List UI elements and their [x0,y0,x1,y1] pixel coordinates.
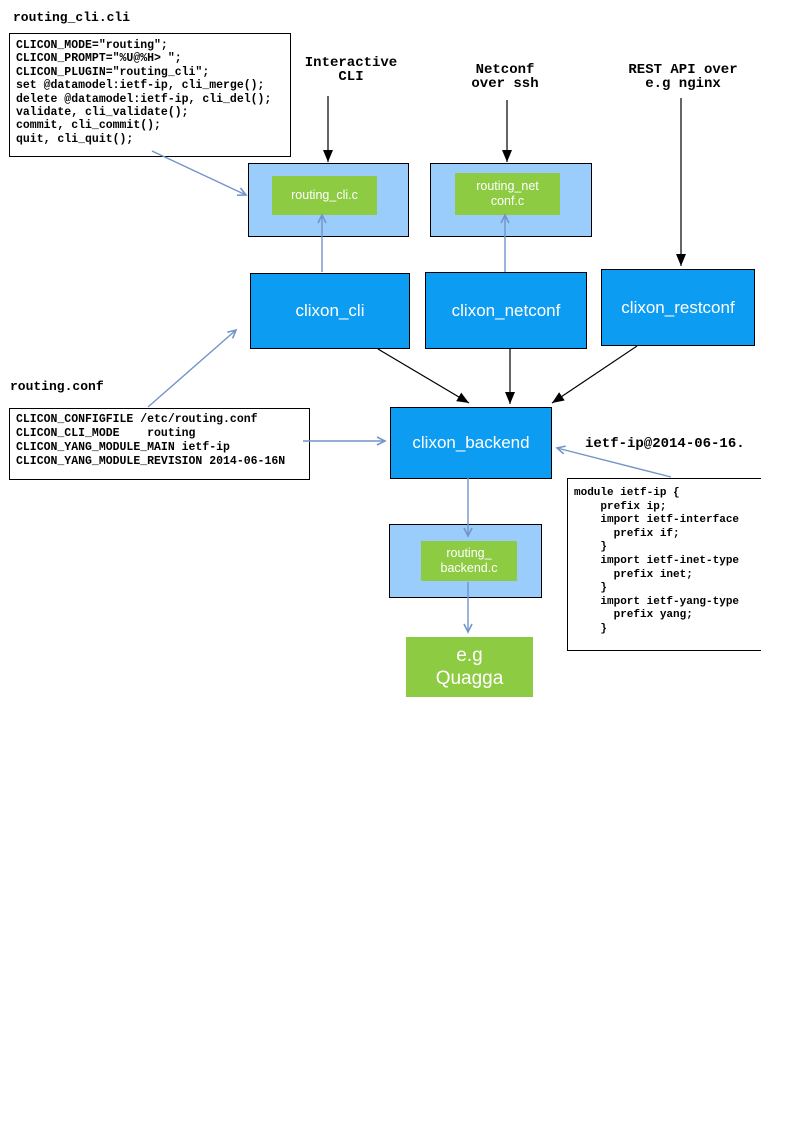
rest-api-label: REST API over e.g nginx [628,62,738,92]
arrow-restconf-to-backend [551,345,638,404]
conf-file-code-box: CLICON_CONFIGFILE /etc/routing.conf CLIC… [9,408,310,480]
cli-file-title: routing_cli.cli [13,10,131,25]
arrow-cli-to-backend [377,348,470,404]
routing-backend-plugin-box: routing_ backend.c [421,541,517,581]
clixon-backend-box: clixon_backend [390,407,552,479]
yang-module-code-box: module ietf-ip { prefix ip; import ietf-… [567,478,761,651]
arrow-yangmodule-to-backend [555,445,672,478]
cli-file-code-box: CLICON_MODE="routing"; CLICON_PROMPT="%U… [9,33,291,157]
interactive-cli-label: Interactive CLI [304,55,398,85]
conf-file-title: routing.conf [10,379,104,394]
clixon-netconf-box: clixon_netconf [425,272,587,349]
arrow-clifile-to-cli-plugin [151,150,248,197]
netconf-over-ssh-label: Netconf over ssh [471,62,539,92]
routing-netconf-plugin-box: routing_net conf.c [455,173,560,215]
clixon-cli-box: clixon_cli [250,273,410,349]
clixon-restconf-box: clixon_restconf [601,269,755,346]
yang-file-label: ietf-ip@2014-06-16. [585,436,745,452]
routing-cli-plugin-box: routing_cli.c [272,176,377,215]
arrow-conffile-to-clixoncli [147,328,238,408]
quagga-box: e.g Quagga [406,637,533,697]
